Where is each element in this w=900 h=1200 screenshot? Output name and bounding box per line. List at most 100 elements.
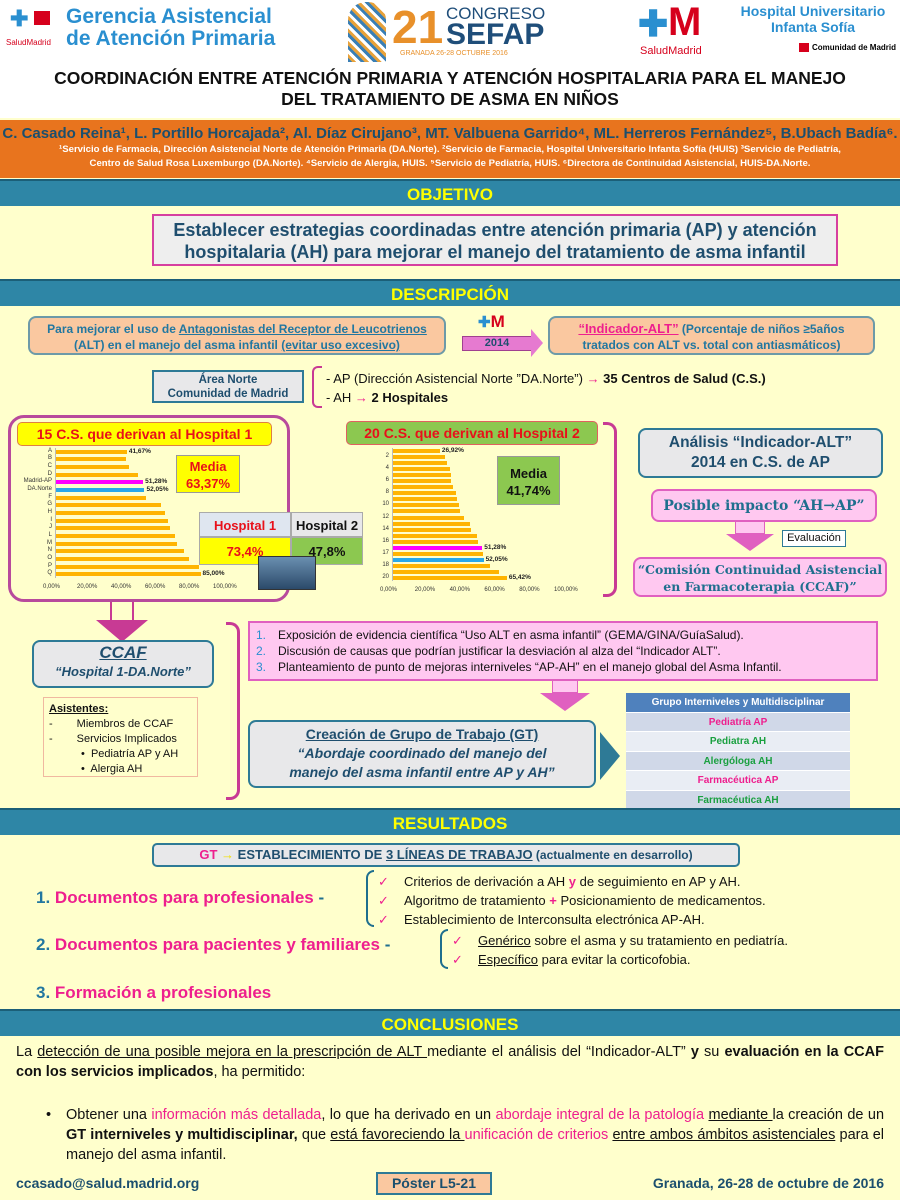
hospital-line2: Infanta Sofía bbox=[770, 19, 855, 35]
hospital-logo: Hospital Universitario Infanta Sofía Com… bbox=[728, 3, 898, 58]
chart-bar bbox=[56, 549, 184, 554]
y-tick-label: L bbox=[48, 531, 52, 538]
y-tick-label: G bbox=[47, 501, 52, 508]
banner-underlined: 3 LÍNEAS DE TRABAJO bbox=[385, 847, 533, 862]
y-tick-label: Q bbox=[47, 570, 52, 577]
asistente-item: -Servicios Implicados bbox=[49, 733, 177, 745]
data-label: 85,00% bbox=[202, 570, 225, 578]
text: para el manejo del asma infantil. bbox=[66, 1127, 884, 1163]
text: evaluación en la CCAF con los servicios … bbox=[16, 1044, 884, 1080]
arrow-right-icon bbox=[531, 329, 543, 357]
text: detección de una posible mejora en la pr… bbox=[37, 1044, 428, 1060]
chart-bar bbox=[393, 473, 452, 478]
data-label: 51,28% bbox=[484, 543, 507, 551]
y-tick-label: H bbox=[47, 509, 52, 515]
y-tick-label: P bbox=[47, 562, 52, 569]
text: que bbox=[297, 1127, 331, 1143]
bullet-icon: • bbox=[46, 1107, 52, 1123]
authors-band: C. Casado Reina¹, L. Portillo Horcajada²… bbox=[0, 120, 900, 178]
x-tick-label: 40,00% bbox=[449, 587, 470, 593]
text: está favoreciendo la bbox=[330, 1127, 465, 1143]
asistente-subitem: • Pediatría AP y AH bbox=[81, 748, 179, 760]
grupo-row: Alergóloga AH bbox=[626, 751, 850, 771]
y-tick-label: J bbox=[49, 524, 52, 531]
step-item: 1.Exposición de evidencia científica “Us… bbox=[256, 627, 876, 643]
gt-label: GT bbox=[199, 847, 218, 862]
arrow-right-icon bbox=[600, 732, 620, 780]
ap-line: - AP (Dirección Asistencial Norte ”DA.No… bbox=[326, 371, 587, 386]
check-item-text: y bbox=[565, 874, 580, 889]
arrow-down-icon bbox=[540, 693, 590, 711]
step-number: 2. bbox=[256, 644, 267, 658]
congreso-label: CONGRESO bbox=[446, 4, 546, 23]
linea-number: 2. bbox=[36, 935, 51, 954]
gt-title: Creación de Grupo de Trabajo (GT) bbox=[305, 726, 539, 742]
y-tick-label: A bbox=[47, 447, 52, 454]
data-label: 41,67% bbox=[128, 447, 151, 455]
text: abordaje integral de la patología bbox=[495, 1107, 705, 1123]
chart-2-title: 20 C.S. que derivan al Hospital 2 bbox=[346, 421, 598, 445]
lineas-banner: GT → ESTABLECIMIENTO DE 3 LÍNEAS DE TRAB… bbox=[152, 843, 740, 867]
sefap-label: SEFAP bbox=[446, 18, 545, 51]
media-1-box: Media 63,37% bbox=[176, 455, 240, 493]
chart-bar bbox=[393, 449, 440, 454]
analisis-line1: Análisis “Indicador-ALT” bbox=[668, 434, 853, 451]
step-item: 2. Discusión de causas que podrían justif… bbox=[256, 643, 876, 659]
impacto-box: Posible impacto “AH→AP” bbox=[651, 489, 877, 522]
text: entre ambos ámbitos asistenciales bbox=[612, 1127, 836, 1143]
x-tick-label: 80,00% bbox=[519, 587, 540, 593]
media-2-box: Media 41,74% bbox=[497, 456, 560, 505]
alt-term: Antagonistas del Receptor de Leucotrieno… bbox=[178, 322, 427, 336]
text: la creación de un bbox=[772, 1107, 885, 1123]
y-tick-label: M bbox=[47, 539, 52, 546]
linea-number: 3. bbox=[36, 983, 51, 1002]
chart-bar bbox=[393, 503, 460, 508]
x-tick-label: 100,00% bbox=[213, 584, 237, 590]
x-tick-label: 60,00% bbox=[145, 584, 166, 590]
chart-bar bbox=[393, 515, 465, 520]
x-tick-label: 20,00% bbox=[414, 587, 436, 593]
indicador-name: “Indicador-ALT” bbox=[578, 321, 679, 336]
conclusion-bullet: • Obtener una información más detallada,… bbox=[46, 1105, 885, 1165]
asistente-subtext: Pediatría AP y AH bbox=[90, 748, 179, 760]
section-descripcion: DESCRIPCIÓN bbox=[0, 279, 900, 306]
area-details: - AP (Dirección Asistencial Norte ”DA.No… bbox=[326, 369, 766, 407]
y-tick-label: 18 bbox=[382, 561, 389, 568]
y-tick-label: 4 bbox=[385, 465, 389, 472]
grupo-row: Pediatra AH bbox=[626, 732, 850, 752]
check-item-text: para evitar la corticofobia. bbox=[537, 952, 691, 967]
y-tick-label: 16 bbox=[382, 537, 389, 544]
chart-bar bbox=[393, 533, 477, 538]
contact-email[interactable]: ccasado@salud.madrid.org bbox=[16, 1175, 200, 1191]
indicador-box: “Indicador-ALT” (Porcentaje de niños ≥5a… bbox=[548, 316, 875, 355]
steps-box: 1.Exposición de evidencia científica “Us… bbox=[248, 621, 878, 681]
chart-bar bbox=[393, 521, 470, 526]
chart-bar bbox=[393, 569, 500, 574]
analisis-box: Análisis “Indicador-ALT” 2014 en C.S. de… bbox=[638, 428, 883, 478]
y-tick-label: I bbox=[50, 516, 52, 523]
chart-bar bbox=[393, 545, 483, 550]
y-tick-label: C bbox=[47, 463, 52, 470]
x-tick-label: 20,00% bbox=[77, 584, 98, 590]
chart-bar bbox=[393, 455, 446, 460]
banner-text: ESTABLECIMIENTO DE bbox=[234, 847, 386, 862]
saludmadrid-small-logo: ✚M bbox=[478, 312, 505, 331]
year-arrow: 2014 bbox=[462, 336, 532, 351]
text: mediante el análisis del “Indicador-ALT” bbox=[427, 1044, 691, 1060]
linea-1-items: ✓Criterios de derivación a AH y de segui… bbox=[378, 872, 766, 929]
arrow-down-stem bbox=[552, 681, 578, 693]
gt-line2: manejo del asma infantil entre AP y AH” bbox=[289, 764, 555, 780]
x-tick-label: 100,00% bbox=[554, 587, 578, 593]
area-line2: Comunidad de Madrid bbox=[167, 388, 289, 400]
area-norte-box: Área Norte Comunidad de Madrid bbox=[152, 370, 304, 403]
step-text: Discusión de causas que podrían justific… bbox=[278, 644, 721, 658]
step-item: 3.Planteamiento de punto de mejoras inte… bbox=[256, 659, 876, 675]
arrow-icon: → bbox=[221, 847, 235, 862]
saludmadrid-logo: ✚ M SaludMadrid bbox=[638, 1, 708, 57]
y-tick-label: 6 bbox=[385, 477, 389, 484]
hospital-building-image bbox=[258, 556, 316, 590]
y-tick-label: F bbox=[48, 493, 52, 500]
comunidad-label: Comunidad de Madrid bbox=[799, 40, 896, 56]
chart-bar bbox=[56, 526, 170, 531]
